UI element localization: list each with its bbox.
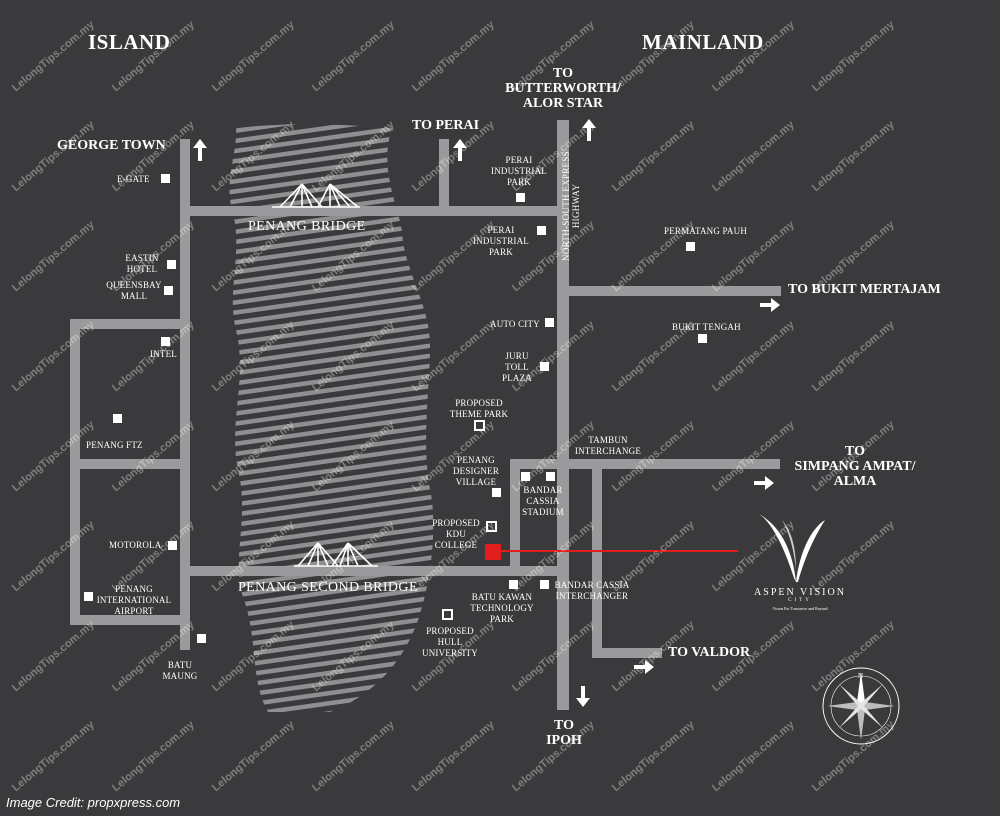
marker-bandar-cassia-stadium-b xyxy=(546,472,555,481)
label-airport: PENANG INTERNATIONAL AIRPORT xyxy=(96,584,172,616)
region-mainland: MAINLAND xyxy=(642,30,764,54)
penang-bridge-icon xyxy=(272,183,360,208)
label-egate: E-GATE xyxy=(117,174,150,184)
logo-name: ASPEN VISION xyxy=(754,587,846,598)
direction-george-town: GEORGE TOWN xyxy=(57,138,166,153)
proposed-markers xyxy=(442,420,497,620)
label-perai-industrial-park-1: PERAI INDUSTRIAL PARK xyxy=(491,155,547,187)
label-kdu-college: PROPOSED KDU COLLEGE xyxy=(432,518,480,550)
direction-valdor: TO VALDOR xyxy=(668,645,751,660)
penang-second-bridge-label: PENANG SECOND BRIDGE xyxy=(238,580,418,595)
region-island: ISLAND xyxy=(88,30,171,54)
label-batu-kawan: BATU KAWAN TECHNOLOGY PARK xyxy=(470,592,534,624)
direction-perai: TO PERAI xyxy=(412,118,480,133)
compass-icon xyxy=(822,667,900,745)
label-batu-maung: BATU MAUNG xyxy=(162,660,198,681)
label-hull-university: PROPOSED HULL UNIVERSITY xyxy=(422,626,478,658)
marker-penang-ftz xyxy=(113,414,122,423)
marker-eastin xyxy=(167,260,176,269)
marker-perai-ip2 xyxy=(537,226,546,235)
marker-permatang-pauh xyxy=(686,242,695,251)
marker-bandar-cassia-interchange xyxy=(540,580,549,589)
marker-auto-city xyxy=(545,318,554,327)
marker-hull-university xyxy=(442,609,453,620)
marker-queensbay xyxy=(164,286,173,295)
arrow-up-icon-butterworth xyxy=(582,119,596,141)
bukit-mertajam-road xyxy=(565,286,781,296)
penang-strait xyxy=(229,124,434,713)
label-auto-city: AUTO CITY xyxy=(490,319,540,329)
batu-maung-road xyxy=(180,566,190,650)
label-permatang-pauh: PERMATANG PAUH xyxy=(664,226,748,236)
label-queensbay-mall: QUEENSBAY MALL xyxy=(106,280,162,301)
arrow-up-icon-perai xyxy=(453,139,467,161)
perai-road xyxy=(439,139,449,216)
marker-perai-ip1 xyxy=(516,193,525,202)
arrow-right-icon-bukit-mertajam xyxy=(760,298,780,312)
label-tambun-interchange: TAMBUN INTERCHANGE xyxy=(574,435,642,456)
road-network xyxy=(70,120,781,710)
label-perai-industrial-park-2: PERAI INDUSTRIAL PARK xyxy=(473,225,529,257)
west-loop-top xyxy=(70,319,190,329)
image-credit: Image Credit: propxpress.com xyxy=(6,795,181,810)
island-north-road xyxy=(180,139,190,624)
direction-ipoh: TO IPOH xyxy=(546,718,582,748)
label-bukit-tengah: BUKIT TENGAH xyxy=(672,322,741,332)
place-markers xyxy=(84,174,707,643)
ftz-road xyxy=(70,459,190,469)
airport-road xyxy=(70,615,190,625)
logo-sub: CITY xyxy=(788,598,812,603)
label-penang-ftz: PENANG FTZ xyxy=(86,440,143,450)
marker-batu-maung xyxy=(197,634,206,643)
arrow-right-icon-simpang-ampat xyxy=(754,476,774,490)
simpang-ampat-road xyxy=(510,459,780,469)
aspen-vision-logo-icon xyxy=(757,513,825,582)
marker-bukit-tengah xyxy=(698,334,707,343)
label-intel: INTEL xyxy=(150,349,177,359)
valdor-road xyxy=(592,459,602,658)
arrow-up-icon-george-town xyxy=(193,139,207,161)
valdor-road-east xyxy=(592,648,662,658)
penang-bridge-label: PENANG BRIDGE xyxy=(248,219,366,234)
marker-airport xyxy=(84,592,93,601)
logo-tagline: Vision For Tomorrow and Beyond xyxy=(772,606,828,611)
north-south-highway xyxy=(557,120,569,710)
label-eastin-hotel: EASTIN HOTEL xyxy=(125,253,159,274)
marker-batu-kawan xyxy=(509,580,518,589)
marker-theme-park xyxy=(474,420,485,431)
arrow-down-icon-ipoh xyxy=(576,686,590,707)
marker-juru-toll xyxy=(540,362,549,371)
highway-label: NORTH-SOUTH EXPRESS HIGHWAY xyxy=(561,151,581,261)
marker-kdu-college xyxy=(486,521,497,532)
second-bridge-road xyxy=(180,566,564,576)
second-bridge-icon xyxy=(294,542,378,567)
marker-bandar-cassia-stadium-a xyxy=(521,472,530,481)
label-bandar-cassia-interchange: BANDAR CASSIA INTERCHANGER xyxy=(554,580,630,601)
label-designer-village: PENANG DESIGNER VILLAGE xyxy=(452,455,500,487)
penang-bridge-road xyxy=(180,206,564,216)
direction-arrows xyxy=(193,119,780,707)
label-motorola: MOTOROLA xyxy=(109,540,162,550)
direction-simpang-ampat: TO SIMPANG AMPAT/ ALMA xyxy=(794,444,916,489)
label-juru-toll: JURU TOLL PLAZA xyxy=(502,351,532,383)
marker-intel xyxy=(161,337,170,346)
label-bandar-cassia-stadium: BANDAR CASSIA STADIUM xyxy=(522,485,564,517)
direction-bukit-mertajam: TO BUKIT MERTAJAM xyxy=(788,282,941,297)
compass-n: N xyxy=(858,672,864,680)
direction-butterworth: TO BUTTERWORTH/ ALOR STAR xyxy=(505,66,621,111)
marker-egate xyxy=(161,174,170,183)
marker-designer-village xyxy=(492,488,501,497)
label-theme-park: PROPOSED THEME PARK xyxy=(449,398,509,419)
aspen-vision-city-marker xyxy=(485,544,501,560)
west-loop-left xyxy=(70,319,80,625)
bandar-cassia-link xyxy=(510,459,520,576)
marker-motorola xyxy=(168,541,177,550)
arrow-right-icon-valdor xyxy=(634,660,654,674)
